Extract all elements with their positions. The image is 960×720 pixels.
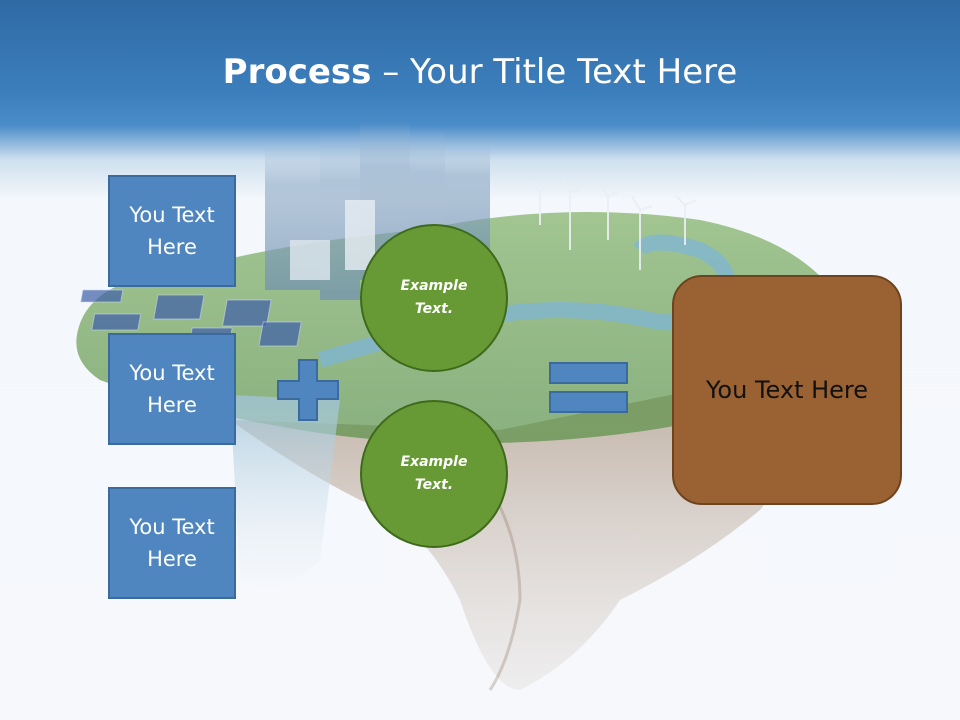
text-box-2-line1: You Text <box>129 361 215 385</box>
title-bold: Process <box>222 52 372 92</box>
example-circle-1[interactable]: Example Text. <box>360 224 508 372</box>
example-circle-1-label: Example Text. <box>401 275 468 321</box>
text-box-1-line2: Here <box>147 235 197 259</box>
text-box-1-line1: You Text <box>129 203 215 227</box>
text-box-3-line1: You Text <box>129 515 215 539</box>
example-circle-2-line2: Text. <box>414 477 454 493</box>
text-box-1[interactable]: You Text Here <box>108 175 236 287</box>
plus-icon[interactable] <box>276 358 340 422</box>
example-circle-2[interactable]: Example Text. <box>360 400 508 548</box>
text-box-1-label: You Text Here <box>129 199 214 263</box>
title-separator: – <box>371 52 411 92</box>
text-box-3[interactable]: You Text Here <box>108 487 236 599</box>
example-circle-1-line1: Example <box>400 278 468 294</box>
text-box-2-line2: Here <box>147 393 197 417</box>
example-circle-2-label: Example Text. <box>401 451 468 497</box>
equals-icon[interactable] <box>548 360 630 416</box>
example-circle-1-line2: Text. <box>414 301 454 317</box>
result-box-label: You Text Here <box>705 376 869 404</box>
text-box-2[interactable]: You Text Here <box>108 333 236 445</box>
title-rest: Your Title Text Here <box>410 52 738 92</box>
text-box-3-label: You Text Here <box>129 511 214 575</box>
slide-title[interactable]: Process – Your Title Text Here <box>0 52 960 92</box>
example-circle-2-line1: Example <box>400 454 468 470</box>
text-box-3-line2: Here <box>147 547 197 571</box>
text-box-2-label: You Text Here <box>129 357 214 421</box>
result-box[interactable]: You Text Here <box>672 275 902 505</box>
